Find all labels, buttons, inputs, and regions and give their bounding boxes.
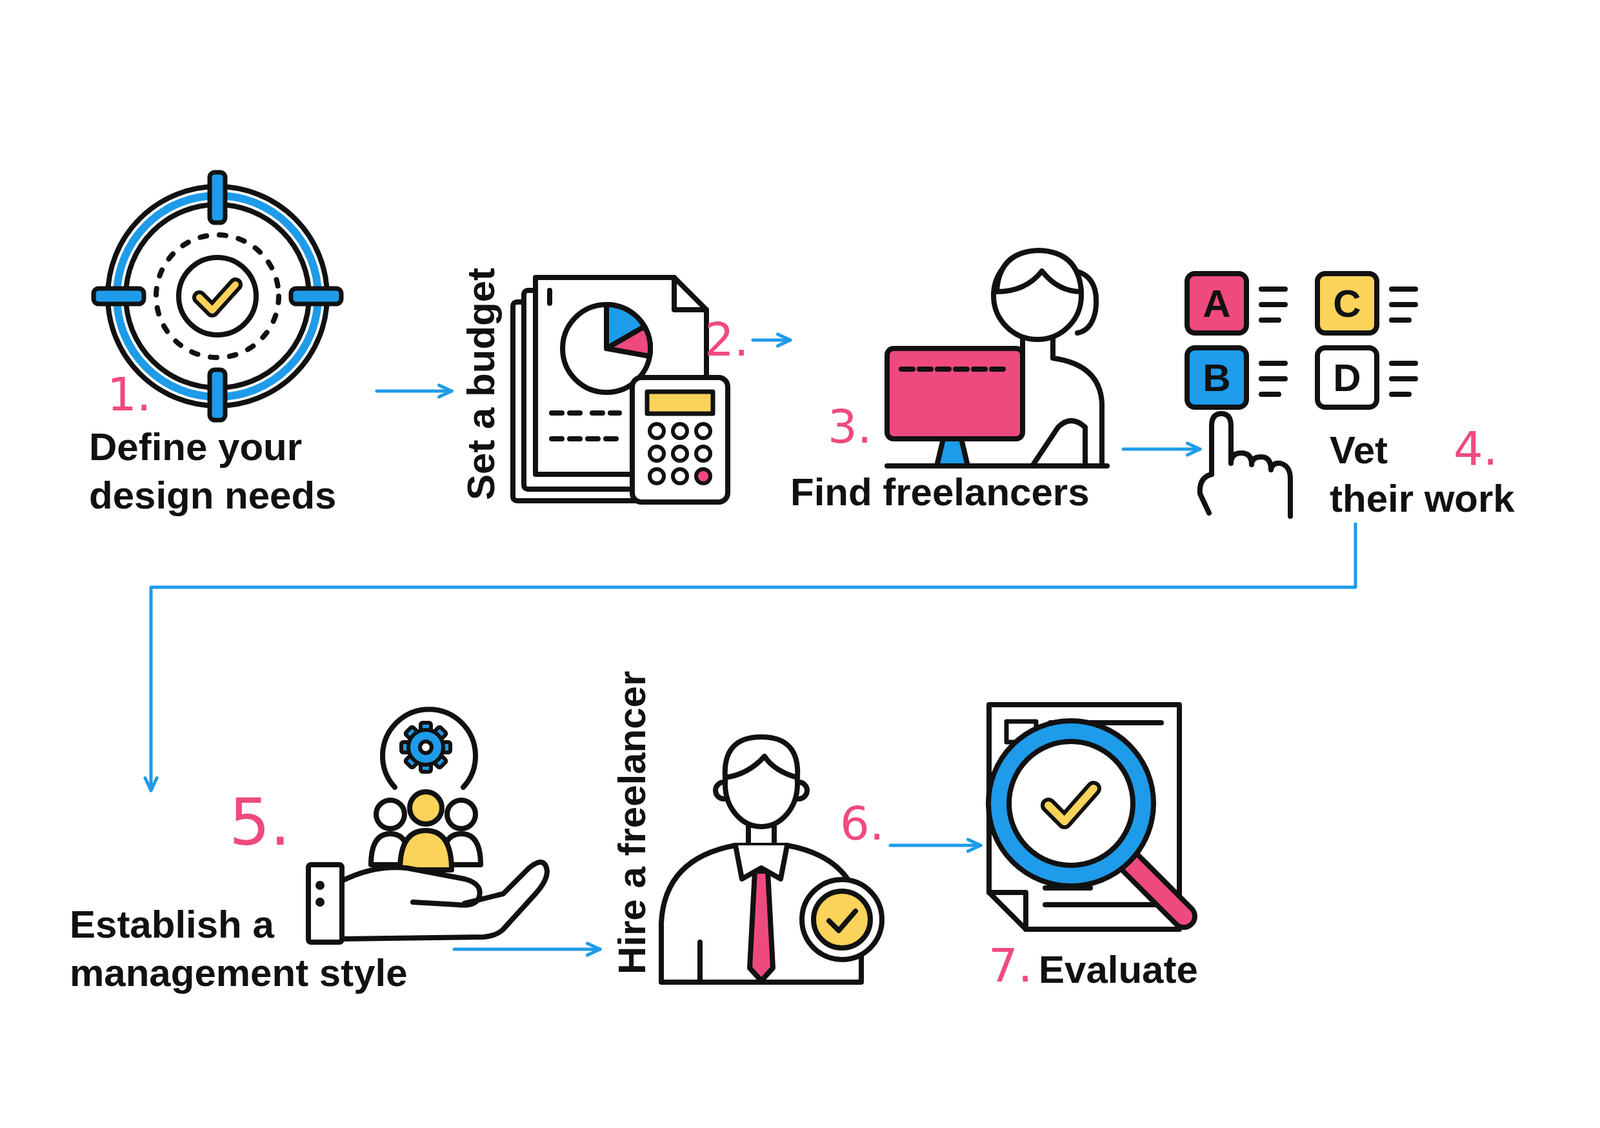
freelancer-computer-icon — [887, 250, 1108, 466]
flow-arrow — [890, 843, 981, 848]
step-node: 4.Vet their work — [1200, 264, 1562, 524]
step-node: 2. Set a budget — [451, 238, 753, 510]
target-icon — [93, 172, 342, 420]
flow-arrow — [454, 947, 600, 951]
step-label: Set a budget — [456, 267, 506, 500]
step-number: 5. — [229, 790, 291, 855]
flow-arrow — [1123, 447, 1200, 451]
hired-person-icon — [661, 736, 882, 982]
step-node: 5. Establish a management style — [64, 790, 455, 1001]
flow-arrow — [752, 338, 791, 342]
option-letter: D — [1317, 347, 1377, 408]
evaluate-icon — [989, 704, 1184, 930]
step-label: Find freelancers — [790, 467, 1120, 517]
step-node: 1.Define your design needs — [83, 174, 377, 524]
step-label: Hire a freelancer — [607, 670, 657, 975]
step-node: 3. Find freelancers — [790, 245, 1124, 520]
flow-arrow — [150, 523, 1356, 791]
team-hand-icon — [308, 709, 548, 942]
option-letter: A — [1187, 273, 1247, 333]
step-label: Evaluate — [1038, 945, 1199, 994]
step-node: 7.Evaluate — [980, 696, 1259, 998]
step-label: Establish a management style — [69, 900, 451, 997]
step-number: 2. — [704, 316, 750, 363]
step-number: 1. — [107, 370, 152, 418]
step-number: 3. — [827, 403, 873, 450]
step-node: 6. Hire a freelancer — [600, 638, 891, 991]
option-letter: B — [1187, 347, 1247, 408]
step-number: 7. — [988, 941, 1033, 989]
text-wrap: 4.Vet their work — [1329, 425, 1543, 523]
step-number: 4. — [1453, 425, 1543, 471]
flow-arrow — [376, 389, 452, 393]
step-label: Define your design needs — [89, 422, 373, 520]
budget-icon — [512, 277, 728, 502]
step-number: 6. — [840, 800, 885, 847]
option-letter: C — [1317, 273, 1377, 333]
